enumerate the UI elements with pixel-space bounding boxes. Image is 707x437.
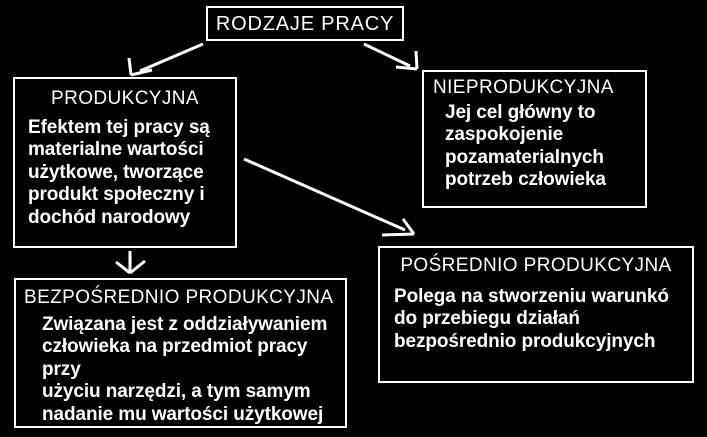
node-produkcyjna-body: Efektem tej pracy są materialne wartości… xyxy=(28,116,210,228)
edge-produkcyjna-to-bezposrednio xyxy=(115,251,146,275)
node-nieprodukcyjna-heading: NIEPRODUKCYJNA xyxy=(433,77,614,98)
node-posrednio-heading: POŚREDNIO PRODUKCYJNA xyxy=(400,255,672,276)
node-posrednio[interactable]: POŚREDNIO PRODUKCYJNA Polega na stworzen… xyxy=(378,246,694,383)
node-root[interactable]: RODZAJE PRACY xyxy=(206,6,404,41)
node-posrednio-body: Polega na stworzeniu warunkó do przebieg… xyxy=(394,285,669,352)
node-root-heading: RODZAJE PRACY xyxy=(215,12,395,35)
node-produkcyjna[interactable]: PRODUKCYJNA Efektem tej pracy są materia… xyxy=(13,77,237,248)
node-bezposrednio[interactable]: BEZPOŚREDNIO PRODUKCYJNA Związana jest z… xyxy=(14,278,347,428)
node-nieprodukcyjna[interactable]: NIEPRODUKCYJNA Jej cel główny to zaspoko… xyxy=(422,70,647,208)
node-bezposrednio-heading: BEZPOŚREDNIO PRODUKCYJNA xyxy=(24,287,334,308)
node-nieprodukcyjna-body: Jej cel główny to zaspokojenie pozamater… xyxy=(445,101,606,191)
node-bezposrednio-body: Związana jest z oddziaływaniem człowieka… xyxy=(42,313,328,425)
edge-produkcyjna-to-posrednio xyxy=(243,157,416,237)
edge-root-to-nieprodukcyjna xyxy=(363,42,419,71)
node-produkcyjna-heading: PRODUKCYJNA xyxy=(51,88,199,109)
edge-root-to-produkcyjna xyxy=(127,42,204,77)
